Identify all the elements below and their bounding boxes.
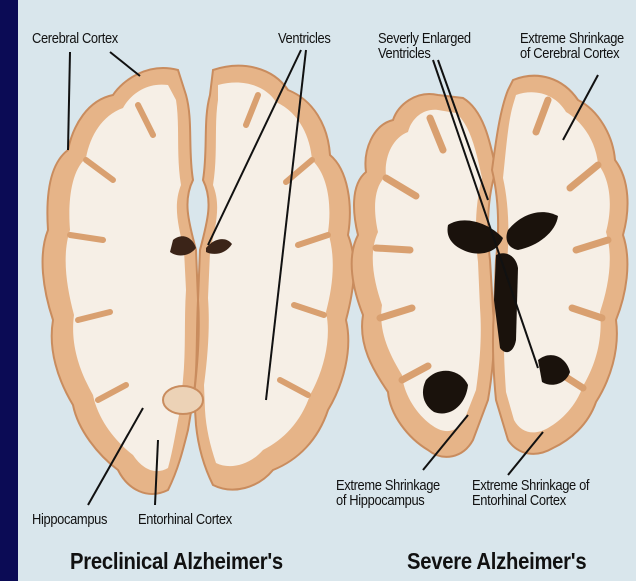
enlarged-ventricles-label: Severly Enlarged Ventricles <box>378 31 471 61</box>
severe-caption: Severe Alzheimer's <box>407 548 586 575</box>
shrinkage-cortex-label: Extreme Shrinkage of Cerebral Cortex <box>520 31 624 61</box>
shrinkage-entorhinal-label: Extreme Shrinkage of Entorhinal Cortex <box>472 478 589 508</box>
preclinical-brain <box>43 66 354 494</box>
entorhinal-cortex-label: Entorhinal Cortex <box>138 512 232 527</box>
shrinkage-hippocampus-label: Extreme Shrinkage of Hippocampus <box>336 478 440 508</box>
figure-panel: Cerebral Cortex Ventricles Severly Enlar… <box>18 0 636 581</box>
preclinical-caption: Preclinical Alzheimer's <box>70 548 283 575</box>
cerebral-cortex-label: Cerebral Cortex <box>32 31 118 46</box>
hippocampus-label: Hippocampus <box>32 512 107 527</box>
ventricles-label: Ventricles <box>278 31 331 46</box>
severe-brain <box>352 76 628 457</box>
